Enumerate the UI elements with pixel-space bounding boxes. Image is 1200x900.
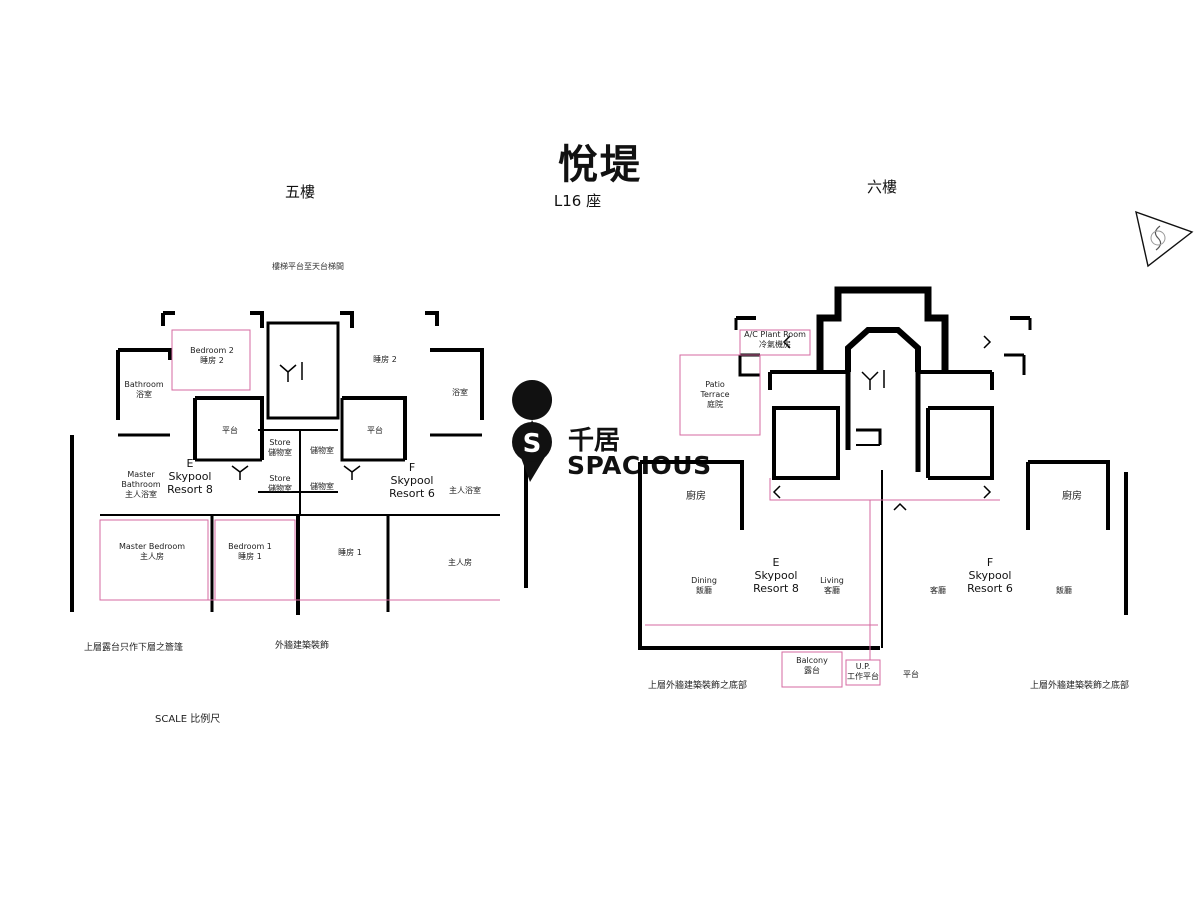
room-cn: 平台 [903,670,919,679]
room-cn: 浴室 [452,388,468,397]
room-utility: U.P. 工作平台 [846,662,880,682]
room-cn: 露台 [804,666,820,675]
scale-label: SCALE 比例尺 [155,714,221,725]
room-living-f: 客廳 [918,586,958,596]
room-cn: 睡房 1 [338,548,362,557]
room-en: Dining [691,576,717,585]
room-cn: 睡房 2 [200,356,224,365]
room-en: Master Bathroom [121,470,161,489]
unit-sub: Resort 8 [753,582,799,595]
room-bedroom1-right: 睡房 1 [320,548,380,558]
room-cn: 浴室 [136,390,152,399]
room-en: Bedroom 1 [228,542,272,551]
room-flat-roof-left: 平台 [205,426,255,436]
room-en: Balcony [796,656,828,665]
room-en: Patio Terrace [700,380,730,399]
left-floor-label: 五樓 [285,183,316,201]
room-master-bedroom-right: 主人房 [430,558,490,568]
room-bedroom2-right: 睡房 2 [350,355,420,365]
room-cn: 主人房 [140,552,164,561]
unit-e-label-6f: E Skypool Resort 8 [748,556,804,595]
room-master-bathroom-right: 主人浴室 [440,486,490,496]
unit-letter: E [186,457,194,470]
block-label: L16 座 [553,192,602,210]
unit-letter: F [986,556,994,569]
room-bathroom-right: 浴室 [440,388,480,398]
facade-base-note-right: 上層外牆建築裝飾之底部 [1030,681,1130,691]
room-dining-e: Dining 飯廳 [684,576,724,596]
room-kitchen-f: 廚房 [1052,492,1092,502]
room-cn: 平台 [367,426,383,435]
room-en: U.P. [855,662,871,671]
unit-name: Skypool [168,470,212,483]
page-title: 悅堤 [558,142,642,188]
room-cn: 飯廳 [696,586,712,595]
unit-name: Skypool [754,569,798,582]
room-kitchen-e: 廚房 [676,492,716,502]
unit-f-label-5f: F Skypool Resort 6 [384,461,440,500]
room-cn: 平台 [222,426,238,435]
room-flat-roof-6f: 平台 [896,670,926,680]
room-cn: 儲物室 [310,446,334,455]
room-master-bedroom: Master Bedroom 主人房 [112,542,192,562]
facade-note: 外牆建築裝飾 [275,641,330,651]
room-living-e: Living 客廳 [812,576,852,596]
unit-letter: F [408,461,416,474]
room-cn: 儲物室 [268,484,292,493]
room-master-bathroom: Master Bathroom 主人浴室 [116,470,166,500]
room-en: Living [820,576,844,585]
room-store: Store 儲物室 [262,438,298,458]
logo-cn: 千居 [568,426,621,456]
room-flat-roof-right: 平台 [350,426,400,436]
svg-text:S: S [523,429,542,459]
right-floor-label: 六樓 [867,178,898,196]
room-bedroom1: Bedroom 1 睡房 1 [220,542,280,562]
room-cn: 飯廳 [1056,586,1072,595]
room-bathroom: Bathroom 浴室 [120,380,168,400]
room-en: Store [269,474,291,483]
room-en: Bedroom 2 [190,346,234,355]
room-balcony: Balcony 露台 [782,656,842,676]
unit-name: Skypool [390,474,434,487]
room-cn: 睡房 1 [238,552,262,561]
unit-name: Skypool [968,569,1012,582]
room-cn: 主人浴室 [125,490,157,499]
unit-e-label-5f: E Skypool Resort 8 [162,457,218,496]
room-bedroom2-left: Bedroom 2 睡房 2 [172,346,252,366]
room-cn: 廚房 [1062,491,1082,502]
room-cn: 客廳 [930,586,946,595]
room-store-4: 儲物室 [304,482,340,492]
unit-letter: E [772,556,780,569]
room-en: Master Bedroom [118,542,186,551]
room-cn: 廚房 [686,491,706,502]
room-en: A/C Plant Room [744,330,806,339]
room-store-3: 儲物室 [304,446,340,456]
room-cn: 儲物室 [268,448,292,457]
unit-f-label-6f: F Skypool Resort 6 [962,556,1018,595]
room-ac-plant: A/C Plant Room 冷氣機房 [740,330,810,350]
room-en: Store [269,438,291,447]
room-en: Bathroom [124,380,164,389]
room-dining-f: 飯廳 [1044,586,1084,596]
unit-sub: Resort 6 [967,582,1013,595]
room-cn: 庭院 [707,400,723,409]
room-cn: 睡房 2 [373,355,397,364]
canopy-note: 上層露台只作下層之簷篷 [84,643,184,653]
room-cn: 儲物室 [310,482,334,491]
room-cn: 冷氣機房 [759,340,791,349]
room-patio: Patio Terrace 庭院 [690,380,740,410]
unit-sub: Resort 8 [167,483,213,496]
room-cn: 主人房 [448,558,472,567]
room-store-2: Store 儲物室 [262,474,298,494]
stair-note: 樓梯平台至天台梯間 [272,262,344,271]
room-cn: 主人浴室 [449,486,481,495]
room-cn: 客廳 [824,586,840,595]
facade-base-note-left: 上層外牆建築裝飾之底部 [648,681,748,691]
unit-sub: Resort 6 [389,487,435,500]
room-cn: 工作平台 [847,672,879,681]
